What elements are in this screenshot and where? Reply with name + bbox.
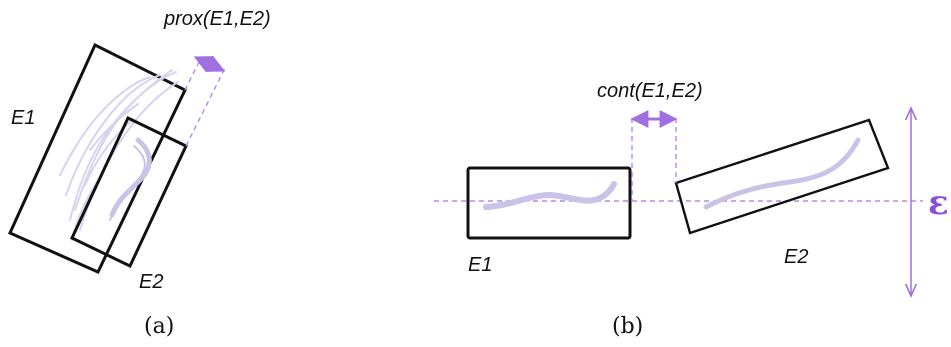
entity-2-label: E2: [139, 271, 163, 293]
caption-a: (a): [144, 314, 174, 339]
entity-2-stroke: [706, 140, 858, 207]
projection-guides: [185, 60, 225, 146]
panel-a: prox(E1,E2) E1 E2 (a): [10, 8, 271, 339]
entity-1-bounding-box: [468, 168, 630, 238]
entity-2-label: E2: [784, 246, 808, 268]
epsilon-symbol: ε: [928, 183, 949, 223]
entity-1-stroke: [486, 184, 614, 207]
prox-measure-arrow: [197, 58, 222, 70]
caption-b: (b): [612, 314, 643, 339]
panel-b: cont(E1,E2) E1 E2 ε (b): [434, 80, 949, 339]
prox-label: prox(E1,E2): [163, 8, 271, 30]
entity-2-bounding-box: [676, 120, 888, 233]
entity-1-label: E1: [11, 107, 35, 129]
entity-1-strokes: [60, 70, 178, 240]
entity-1-label: E1: [468, 254, 492, 276]
cont-label: cont(E1,E2): [597, 80, 703, 102]
contact-guides: [632, 118, 676, 200]
